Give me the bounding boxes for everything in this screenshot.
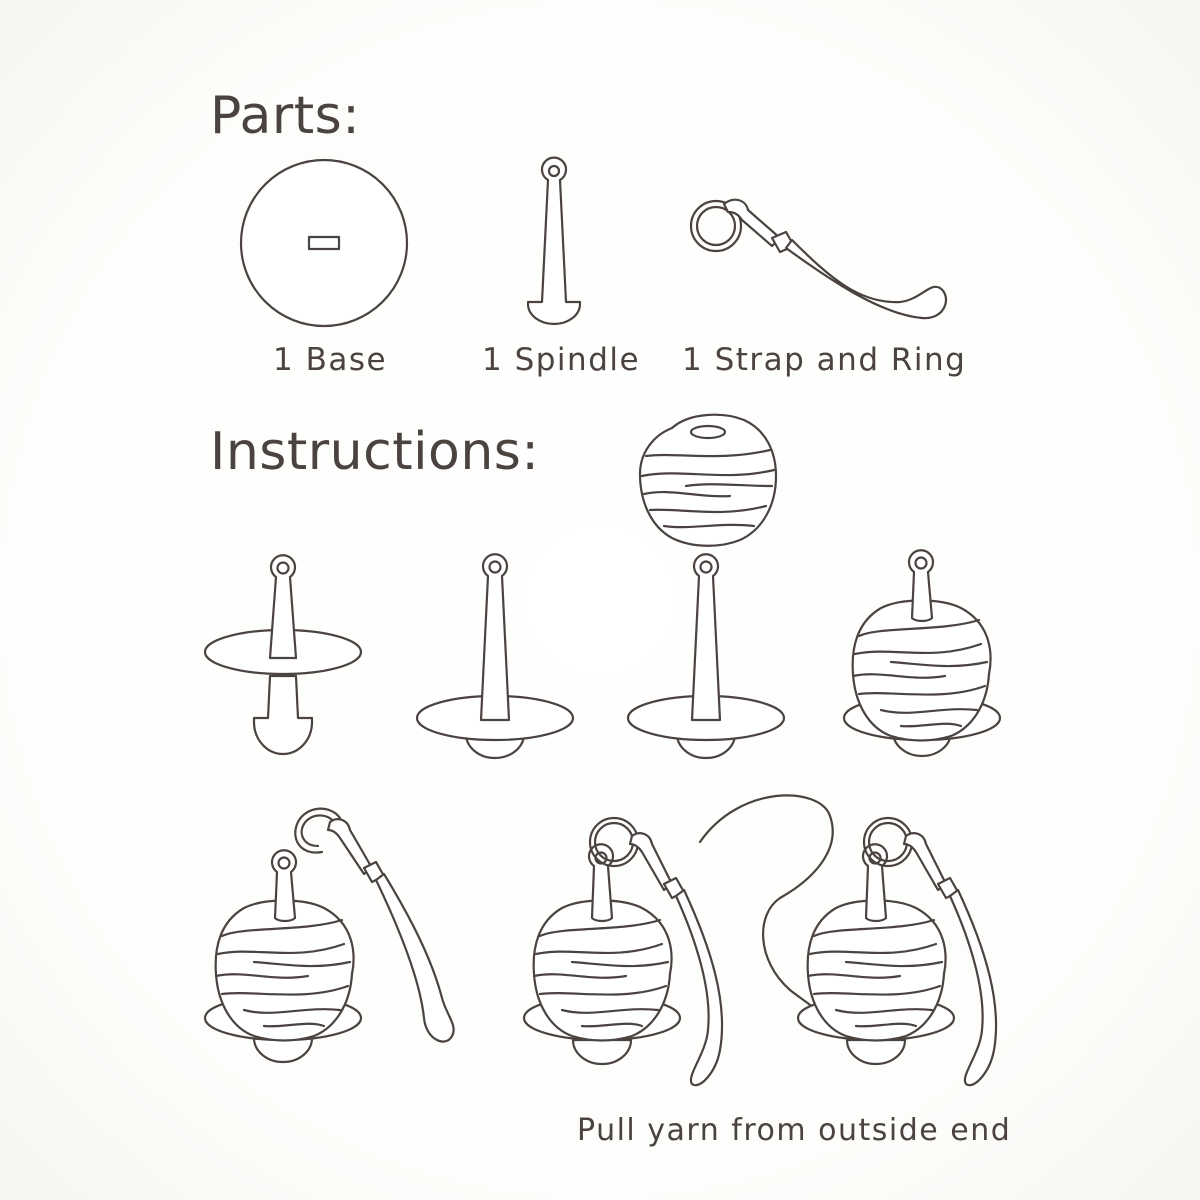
- part-spindle-label: 1 Spindle: [482, 342, 640, 378]
- part-strap-figure: [689, 198, 948, 320]
- part-base-figure: [239, 158, 409, 328]
- part-spindle-figure: [526, 156, 582, 326]
- step-2-figure: [415, 553, 575, 760]
- part-strap-label: 1 Strap and Ring: [682, 342, 966, 378]
- part-base-label: 1 Base: [273, 342, 387, 378]
- step-4-figure: [842, 549, 1002, 758]
- pull-yarn-caption: Pull yarn from outside end: [577, 1113, 1011, 1148]
- parts-heading: Parts:: [210, 86, 360, 146]
- instructions-heading: Instructions:: [210, 422, 539, 482]
- step-3-figure: [626, 413, 786, 760]
- step-5-figure: [203, 807, 455, 1064]
- step-6-figure: [522, 816, 724, 1087]
- step-1-figure: [203, 554, 363, 756]
- step-7-figure: [698, 794, 998, 1087]
